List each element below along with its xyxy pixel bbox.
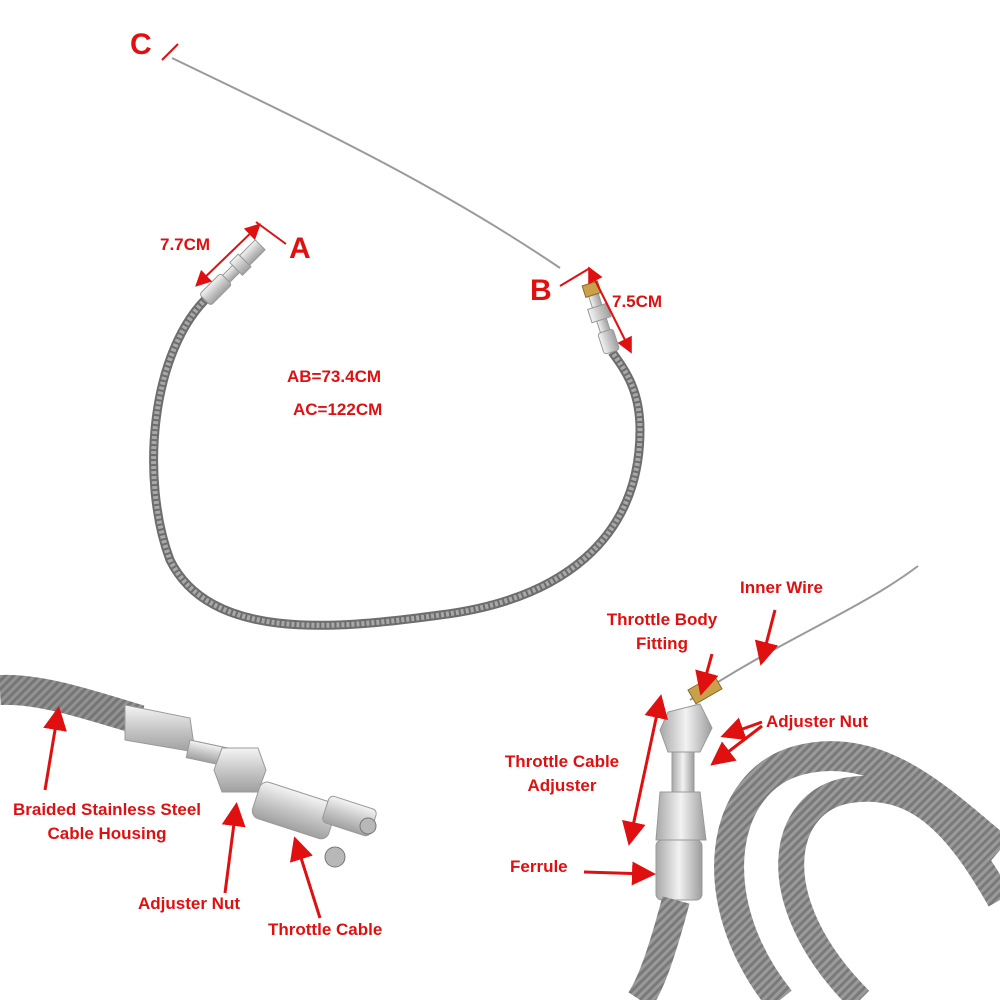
label-point-c: C xyxy=(130,28,152,61)
label-length-a: 7.7CM xyxy=(160,235,211,254)
cable-housing-loop xyxy=(149,291,645,630)
label-adjuster-nut-right: Adjuster Nut xyxy=(766,712,868,731)
arrow-adjuster-nut-right-2 xyxy=(710,724,763,766)
arrow-throttle-cable xyxy=(289,836,322,919)
label-point-b: B xyxy=(530,274,552,307)
arrow-adjuster-nut-left xyxy=(221,802,246,894)
left-detail-photo xyxy=(0,674,377,868)
right-detail-photo xyxy=(628,565,1000,1000)
inner-wire xyxy=(171,57,561,269)
label-adjuster-nut-left: Adjuster Nut xyxy=(138,894,240,913)
label-point-a: A xyxy=(289,232,311,265)
label-throttle-cable-adjuster: Throttle Cable Adjuster xyxy=(504,752,620,795)
label-ferrule: Ferrule xyxy=(510,857,568,876)
label-ac-length: AC=122CM xyxy=(293,400,383,419)
arrow-ferrule xyxy=(583,861,656,886)
label-throttle-body-fitting: Throttle Body Fitting xyxy=(606,610,718,653)
arrow-throttle-cable-adjuster xyxy=(622,694,668,846)
label-ab-length: AB=73.4CM xyxy=(287,367,382,386)
point-c-tick xyxy=(161,43,179,61)
label-length-b: 7.5CM xyxy=(612,292,663,311)
arrow-inner-wire xyxy=(754,609,779,666)
label-inner-wire: Inner Wire xyxy=(740,578,823,597)
label-braided-housing: Braided Stainless Steel Cable Housing xyxy=(12,800,202,843)
length-b-arrow xyxy=(588,266,632,354)
label-throttle-cable: Throttle Cable xyxy=(268,920,383,939)
length-a-arrow xyxy=(195,223,261,287)
arrow-adjuster-nut-right-1 xyxy=(720,717,763,741)
arrow-throttle-body-fitting xyxy=(695,653,719,696)
arrow-braided-housing xyxy=(43,706,67,791)
